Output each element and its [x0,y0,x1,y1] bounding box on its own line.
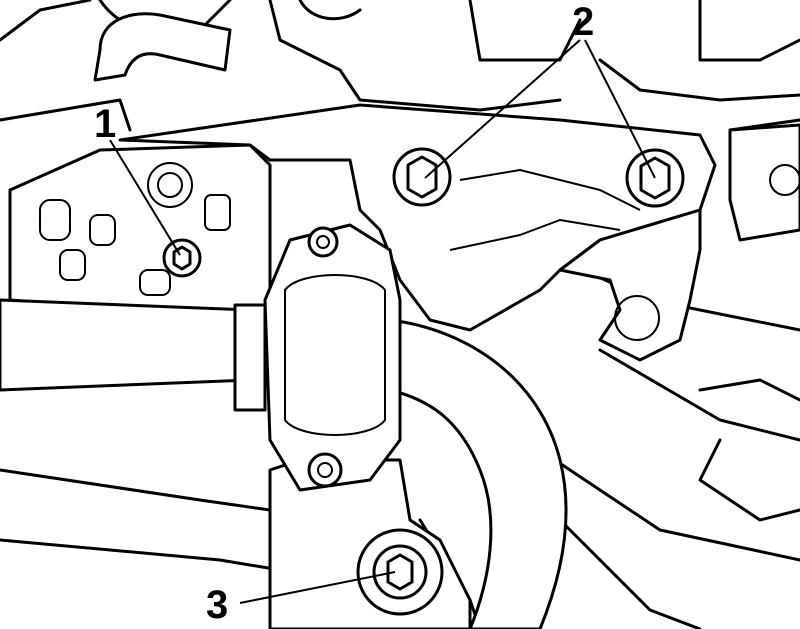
leader-line-3 [239,571,396,604]
hose [0,298,568,629]
bracket-nut [162,238,202,278]
leader-line-2b [584,39,656,179]
leader-line-2a [424,39,581,179]
mount-bolt [356,528,444,616]
callout-1: 1 [94,102,117,146]
callout-2: 2 [572,0,595,44]
leader-lines [109,39,656,604]
left-bracket [8,143,272,322]
upper-bracket [118,103,717,362]
callout-3: 3 [206,583,229,627]
leader-line-1 [109,139,181,256]
